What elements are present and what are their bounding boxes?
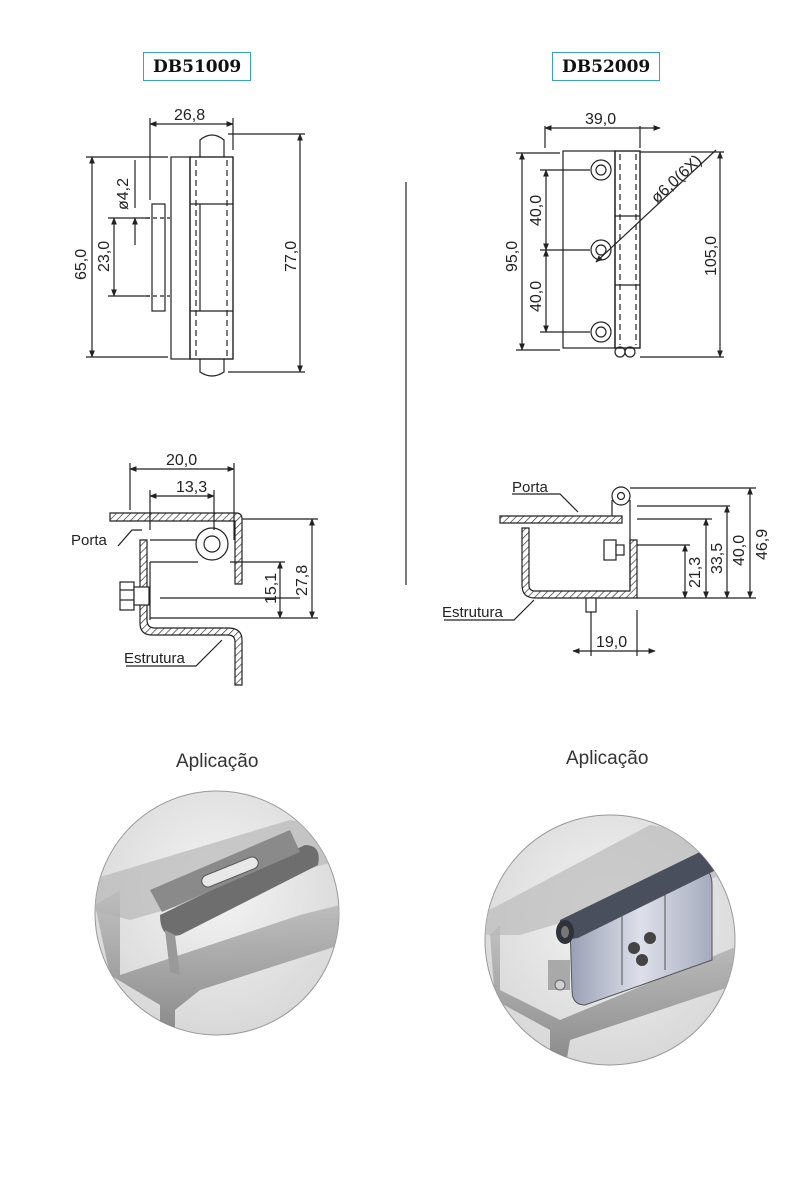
application-render-left bbox=[94, 790, 340, 1036]
dim-23-0: 23,0 bbox=[96, 241, 113, 272]
model-code-right: DB52009 bbox=[552, 52, 661, 81]
dim-65-0: 65,0 bbox=[73, 249, 90, 280]
dim-dia-6-0: ø6,0(6X) bbox=[648, 152, 705, 207]
dim-39-0: 39,0 bbox=[585, 111, 616, 128]
dim-105-0: 105,0 bbox=[703, 236, 720, 276]
dim-40-0-side: 40,0 bbox=[731, 535, 748, 566]
front-view-right bbox=[516, 125, 724, 358]
label-porta-left: Porta bbox=[71, 532, 108, 549]
side-view-right bbox=[444, 486, 756, 656]
application-label-right: Aplicação bbox=[566, 748, 648, 769]
model-code-left: DB51009 bbox=[143, 52, 252, 81]
dim-dia-4-2: ø4,2 bbox=[115, 178, 132, 210]
application-render-right bbox=[484, 814, 736, 1066]
dim-95-0: 95,0 bbox=[504, 241, 521, 272]
dim-26-8: 26,8 bbox=[174, 107, 205, 124]
dim-46-9: 46,9 bbox=[754, 529, 771, 560]
dim-19-0: 19,0 bbox=[596, 634, 627, 651]
label-estrutura-right: Estrutura bbox=[442, 604, 504, 621]
dim-33-5-label: 33,5 bbox=[709, 543, 726, 574]
dim-21-3: 21,3 bbox=[687, 557, 704, 588]
dim-77-0: 77,0 bbox=[283, 241, 300, 272]
front-view-left bbox=[86, 118, 305, 377]
dim-20-0: 20,0 bbox=[166, 452, 197, 469]
side-view-left bbox=[109, 463, 318, 686]
label-estrutura-left: Estrutura bbox=[124, 650, 186, 667]
dim-15-1: 15,1 bbox=[263, 573, 280, 604]
application-label-left: Aplicação bbox=[176, 751, 258, 772]
label-porta-right: Porta bbox=[512, 479, 549, 496]
dim-40-0-top: 40,0 bbox=[528, 195, 545, 226]
dim-27-8: 27,8 bbox=[294, 565, 311, 596]
dim-40-0-bottom: 40,0 bbox=[528, 281, 545, 312]
dim-13-3: 13,3 bbox=[176, 479, 207, 496]
